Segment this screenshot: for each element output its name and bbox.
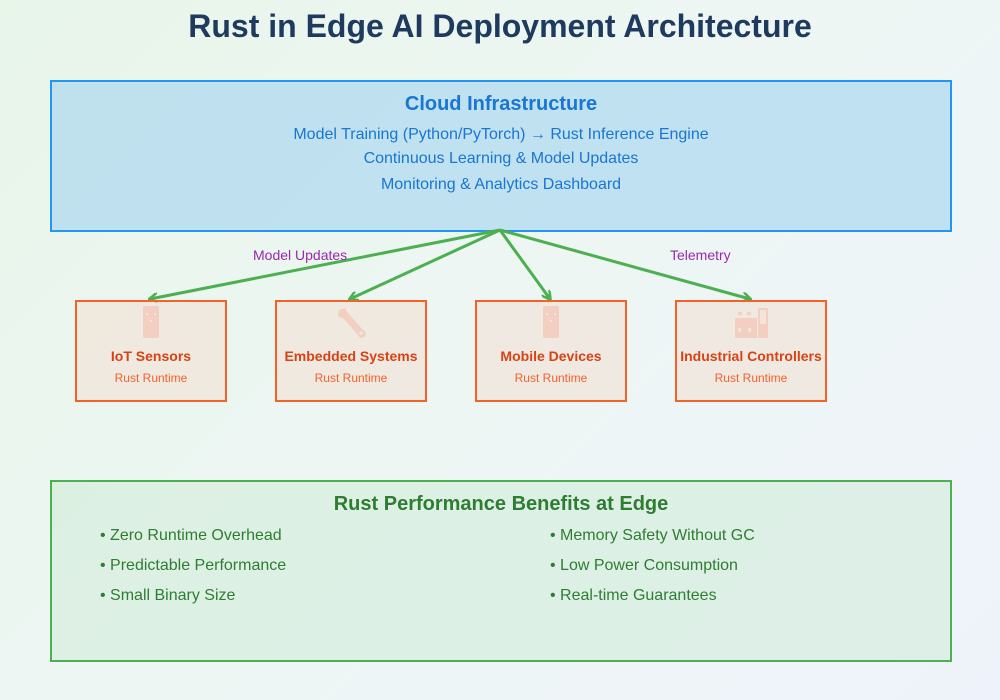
benefits-title: Rust Performance Benefits at Edge (333, 493, 669, 515)
device-runtime: Rust Runtime (314, 371, 388, 385)
arrow-to-mobile-devices (498, 229, 550, 299)
device-mobile-devices: Mobile Devices Rust Runtime (475, 300, 627, 402)
benefit-item: • Zero Runtime Overhead (100, 527, 282, 544)
telemetry-label: Telemetry (670, 247, 731, 263)
device-name: Embedded Systems (284, 348, 418, 364)
benefits-box: Rust Performance Benefits at Edge • Zero… (50, 480, 952, 662)
cloud-line-monitoring: Monitoring & Analytics Dashboard (380, 176, 622, 193)
benefit-item: • Memory Safety Without GC (550, 527, 755, 544)
device-name: Industrial Controllers (680, 348, 822, 364)
device-industrial-controllers: Industrial Controllers Rust Runtime (675, 300, 827, 402)
page-title: Rust in Edge AI Deployment Architecture (188, 8, 812, 44)
device-name: Mobile Devices (500, 348, 602, 364)
device-name: IoT Sensors (110, 348, 192, 364)
factory-icon (677, 304, 825, 340)
benefit-item: • Predictable Performance (100, 557, 287, 574)
arrow-to-embedded-systems (350, 228, 501, 299)
device-runtime: Rust Runtime (714, 371, 788, 385)
device-runtime: Rust Runtime (114, 371, 188, 385)
phone-icon (477, 304, 625, 340)
model-updates-label: Model Updates (253, 247, 348, 263)
cloud-infrastructure-box: Cloud Infrastructure Model Training (Pyt… (50, 80, 952, 232)
phone-icon (77, 304, 225, 340)
device-embedded-systems: Embedded Systems Rust Runtime (275, 300, 427, 402)
wrench-icon (277, 304, 425, 340)
benefit-item: • Real-time Guarantees (550, 587, 717, 604)
benefit-item: • Low Power Consumption (550, 557, 738, 574)
device-iot-sensors: IoT Sensors Rust Runtime (75, 300, 227, 402)
benefit-item: • Small Binary Size (100, 587, 236, 604)
cloud-line-training: Model Training (Python/PyTorch) → Rust I… (293, 126, 709, 143)
cloud-line-learning: Continuous Learning & Model Updates (363, 150, 639, 167)
arrow-to-iot-sensors (150, 228, 501, 299)
arrow-to-industrial-controllers (499, 228, 750, 299)
device-runtime: Rust Runtime (514, 371, 588, 385)
cloud-title: Cloud Infrastructure (404, 93, 598, 115)
